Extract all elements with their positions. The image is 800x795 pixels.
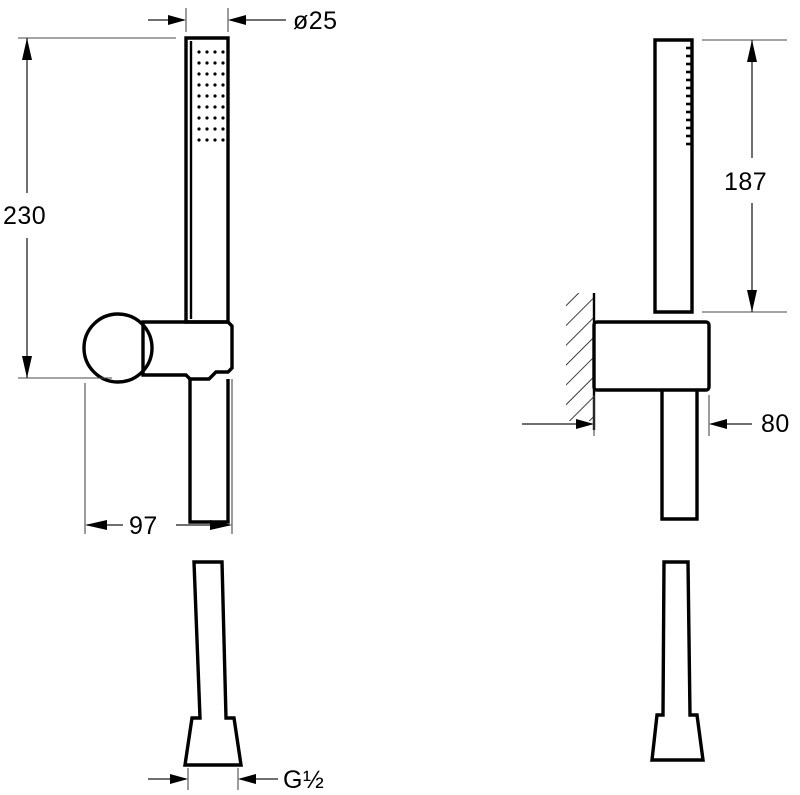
hose-outline [188, 379, 230, 524]
spray-face-edge-ticks [686, 46, 693, 146]
dimension-label-depth-80: 80 [761, 410, 790, 438]
dimension-thread-g-half: G½ [148, 766, 324, 794]
bracket-outline [141, 320, 234, 381]
bracket-wall-flange-circle [82, 312, 154, 384]
hose-connector-side-outline [650, 560, 705, 762]
dimension-label-diameter-25: ø25 [293, 7, 338, 35]
view-front [82, 36, 234, 524]
view-side [566, 38, 711, 521]
handshower-side [653, 38, 694, 314]
view-hose-connector-side [650, 560, 705, 762]
dimension-height-230: 230 [3, 37, 176, 379]
dimension-height-187: 187 [702, 39, 787, 313]
wall-bracket-front [82, 312, 234, 384]
dimension-depth-80: 80 [522, 395, 790, 438]
hose-connector-front-outline [183, 560, 243, 767]
wall-section [566, 293, 596, 430]
hose-side-outline [660, 390, 699, 521]
shower-hose-front [188, 379, 230, 524]
handshower-front [184, 36, 230, 324]
bracket-side-outline [592, 320, 711, 392]
handshower-body-outline [184, 36, 230, 324]
dimension-label-offset-97: 97 [129, 512, 158, 540]
dimension-offset-97: 97 [84, 379, 233, 540]
view-hose-connector-front [183, 560, 243, 767]
dimension-label-height-187: 187 [724, 168, 767, 196]
handshower-side-outline [653, 38, 694, 314]
spray-face-perforations [197, 50, 225, 142]
dimension-label-height-230: 230 [3, 202, 46, 230]
dimension-label-thread-g-half: G½ [283, 766, 324, 794]
dimension-diameter-25: ø25 [148, 7, 338, 35]
